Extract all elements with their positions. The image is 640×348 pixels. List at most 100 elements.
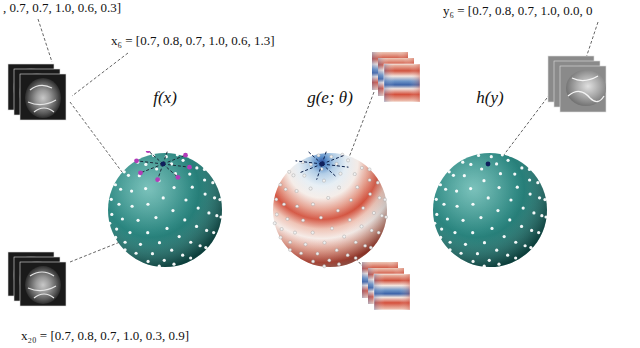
sample-points xyxy=(330,155,333,158)
vector-label: , 0.7, 0.7, 1.0, 0.6, 0.3] xyxy=(2,0,122,16)
sample-points xyxy=(293,231,296,234)
sample-points xyxy=(327,196,330,199)
sample-points xyxy=(490,155,493,158)
sample-points xyxy=(204,193,207,196)
sample-points xyxy=(218,198,221,201)
sample-points xyxy=(144,163,147,166)
leader-lines xyxy=(586,22,598,58)
sample-points xyxy=(181,159,184,162)
sample-points xyxy=(172,263,175,266)
sample-points xyxy=(154,216,157,219)
sample-points xyxy=(482,179,485,182)
sample-points xyxy=(435,213,438,216)
sample-points xyxy=(440,227,443,230)
sample-points xyxy=(435,198,438,201)
sample-points xyxy=(178,235,181,238)
sample-points xyxy=(514,256,517,259)
output-slices xyxy=(548,56,606,112)
sample-points xyxy=(110,213,113,216)
leader-lines xyxy=(38,19,598,268)
sample-points xyxy=(529,193,532,196)
sample-points xyxy=(165,227,168,230)
sample-points xyxy=(530,229,533,232)
sample-points xyxy=(370,229,373,232)
sample-points xyxy=(488,259,491,262)
sample-points xyxy=(108,222,111,225)
sample-points xyxy=(203,178,206,181)
sample-points xyxy=(309,187,312,190)
sample-points xyxy=(123,248,126,251)
sample-points xyxy=(304,243,307,246)
input-slices xyxy=(20,262,66,306)
sample-points xyxy=(354,241,357,244)
sample-points xyxy=(471,231,474,234)
sample-points xyxy=(364,244,367,247)
sample-points xyxy=(203,168,206,171)
sample-points xyxy=(189,241,192,244)
sample-points xyxy=(130,205,133,208)
sample-points xyxy=(288,248,291,251)
sample-points xyxy=(336,209,339,212)
sample-points xyxy=(295,189,298,192)
sample-points xyxy=(301,161,304,164)
sample-points xyxy=(309,163,312,166)
vector-label: y₆ = [0.7, 0.8, 0.7, 1.0, 0.0, 0 xyxy=(442,3,593,19)
input-slices xyxy=(20,262,66,306)
sample-points xyxy=(127,174,130,177)
sample-points xyxy=(273,153,387,268)
sample-points xyxy=(280,227,283,230)
sample-points xyxy=(311,260,314,263)
sample-points xyxy=(372,211,375,214)
sample-points xyxy=(377,231,380,234)
sample-points xyxy=(197,206,200,209)
neighbour-points xyxy=(176,175,181,180)
sample-points xyxy=(114,236,117,239)
sample-points xyxy=(354,256,357,259)
sphere xyxy=(106,151,224,269)
neighbour-links xyxy=(137,151,190,180)
sample-points xyxy=(433,222,436,225)
sample-points xyxy=(543,198,546,201)
sample-points xyxy=(189,256,192,259)
neighbour-links xyxy=(148,151,163,164)
sample-points xyxy=(211,181,214,184)
sample-points xyxy=(205,229,208,232)
sample-points xyxy=(501,153,504,156)
sample-points xyxy=(503,235,506,238)
sample-points xyxy=(322,179,325,182)
input-slices xyxy=(28,85,56,112)
sample-points xyxy=(455,205,458,208)
neighbour-points xyxy=(155,177,160,182)
output-slices xyxy=(568,76,604,102)
sample-points xyxy=(452,174,455,177)
leader-lines xyxy=(500,94,550,160)
sphere-title: h(y) xyxy=(431,88,549,108)
sample-points xyxy=(369,246,372,249)
output-slices xyxy=(560,66,606,112)
sample-points xyxy=(323,265,326,268)
sample-points xyxy=(181,254,184,257)
sample-points xyxy=(514,241,517,244)
sample-points xyxy=(123,170,126,173)
sample-points xyxy=(323,241,326,244)
sample-points xyxy=(536,181,539,184)
sphere-surface xyxy=(433,153,547,267)
sphere-node: f(x) xyxy=(106,88,224,269)
sample-points xyxy=(144,187,147,190)
sample-points xyxy=(528,168,531,171)
leader-lines xyxy=(72,53,128,96)
sample-points xyxy=(273,222,276,225)
sample-points xyxy=(170,249,173,252)
input-slices xyxy=(25,78,61,118)
sample-points xyxy=(110,198,113,201)
neighbour-points xyxy=(134,158,139,163)
sample-points xyxy=(139,243,142,246)
sample-points xyxy=(130,189,133,192)
sample-points xyxy=(455,189,458,192)
vector-label: x₆ = [0.7, 0.8, 0.7, 1.0, 0.6, 1.3] xyxy=(110,33,276,49)
sample-points xyxy=(155,167,158,170)
sample-points xyxy=(384,215,387,218)
sample-points xyxy=(483,265,486,268)
sphere-title: g(e; θ) xyxy=(271,88,389,108)
sample-points xyxy=(520,166,523,169)
